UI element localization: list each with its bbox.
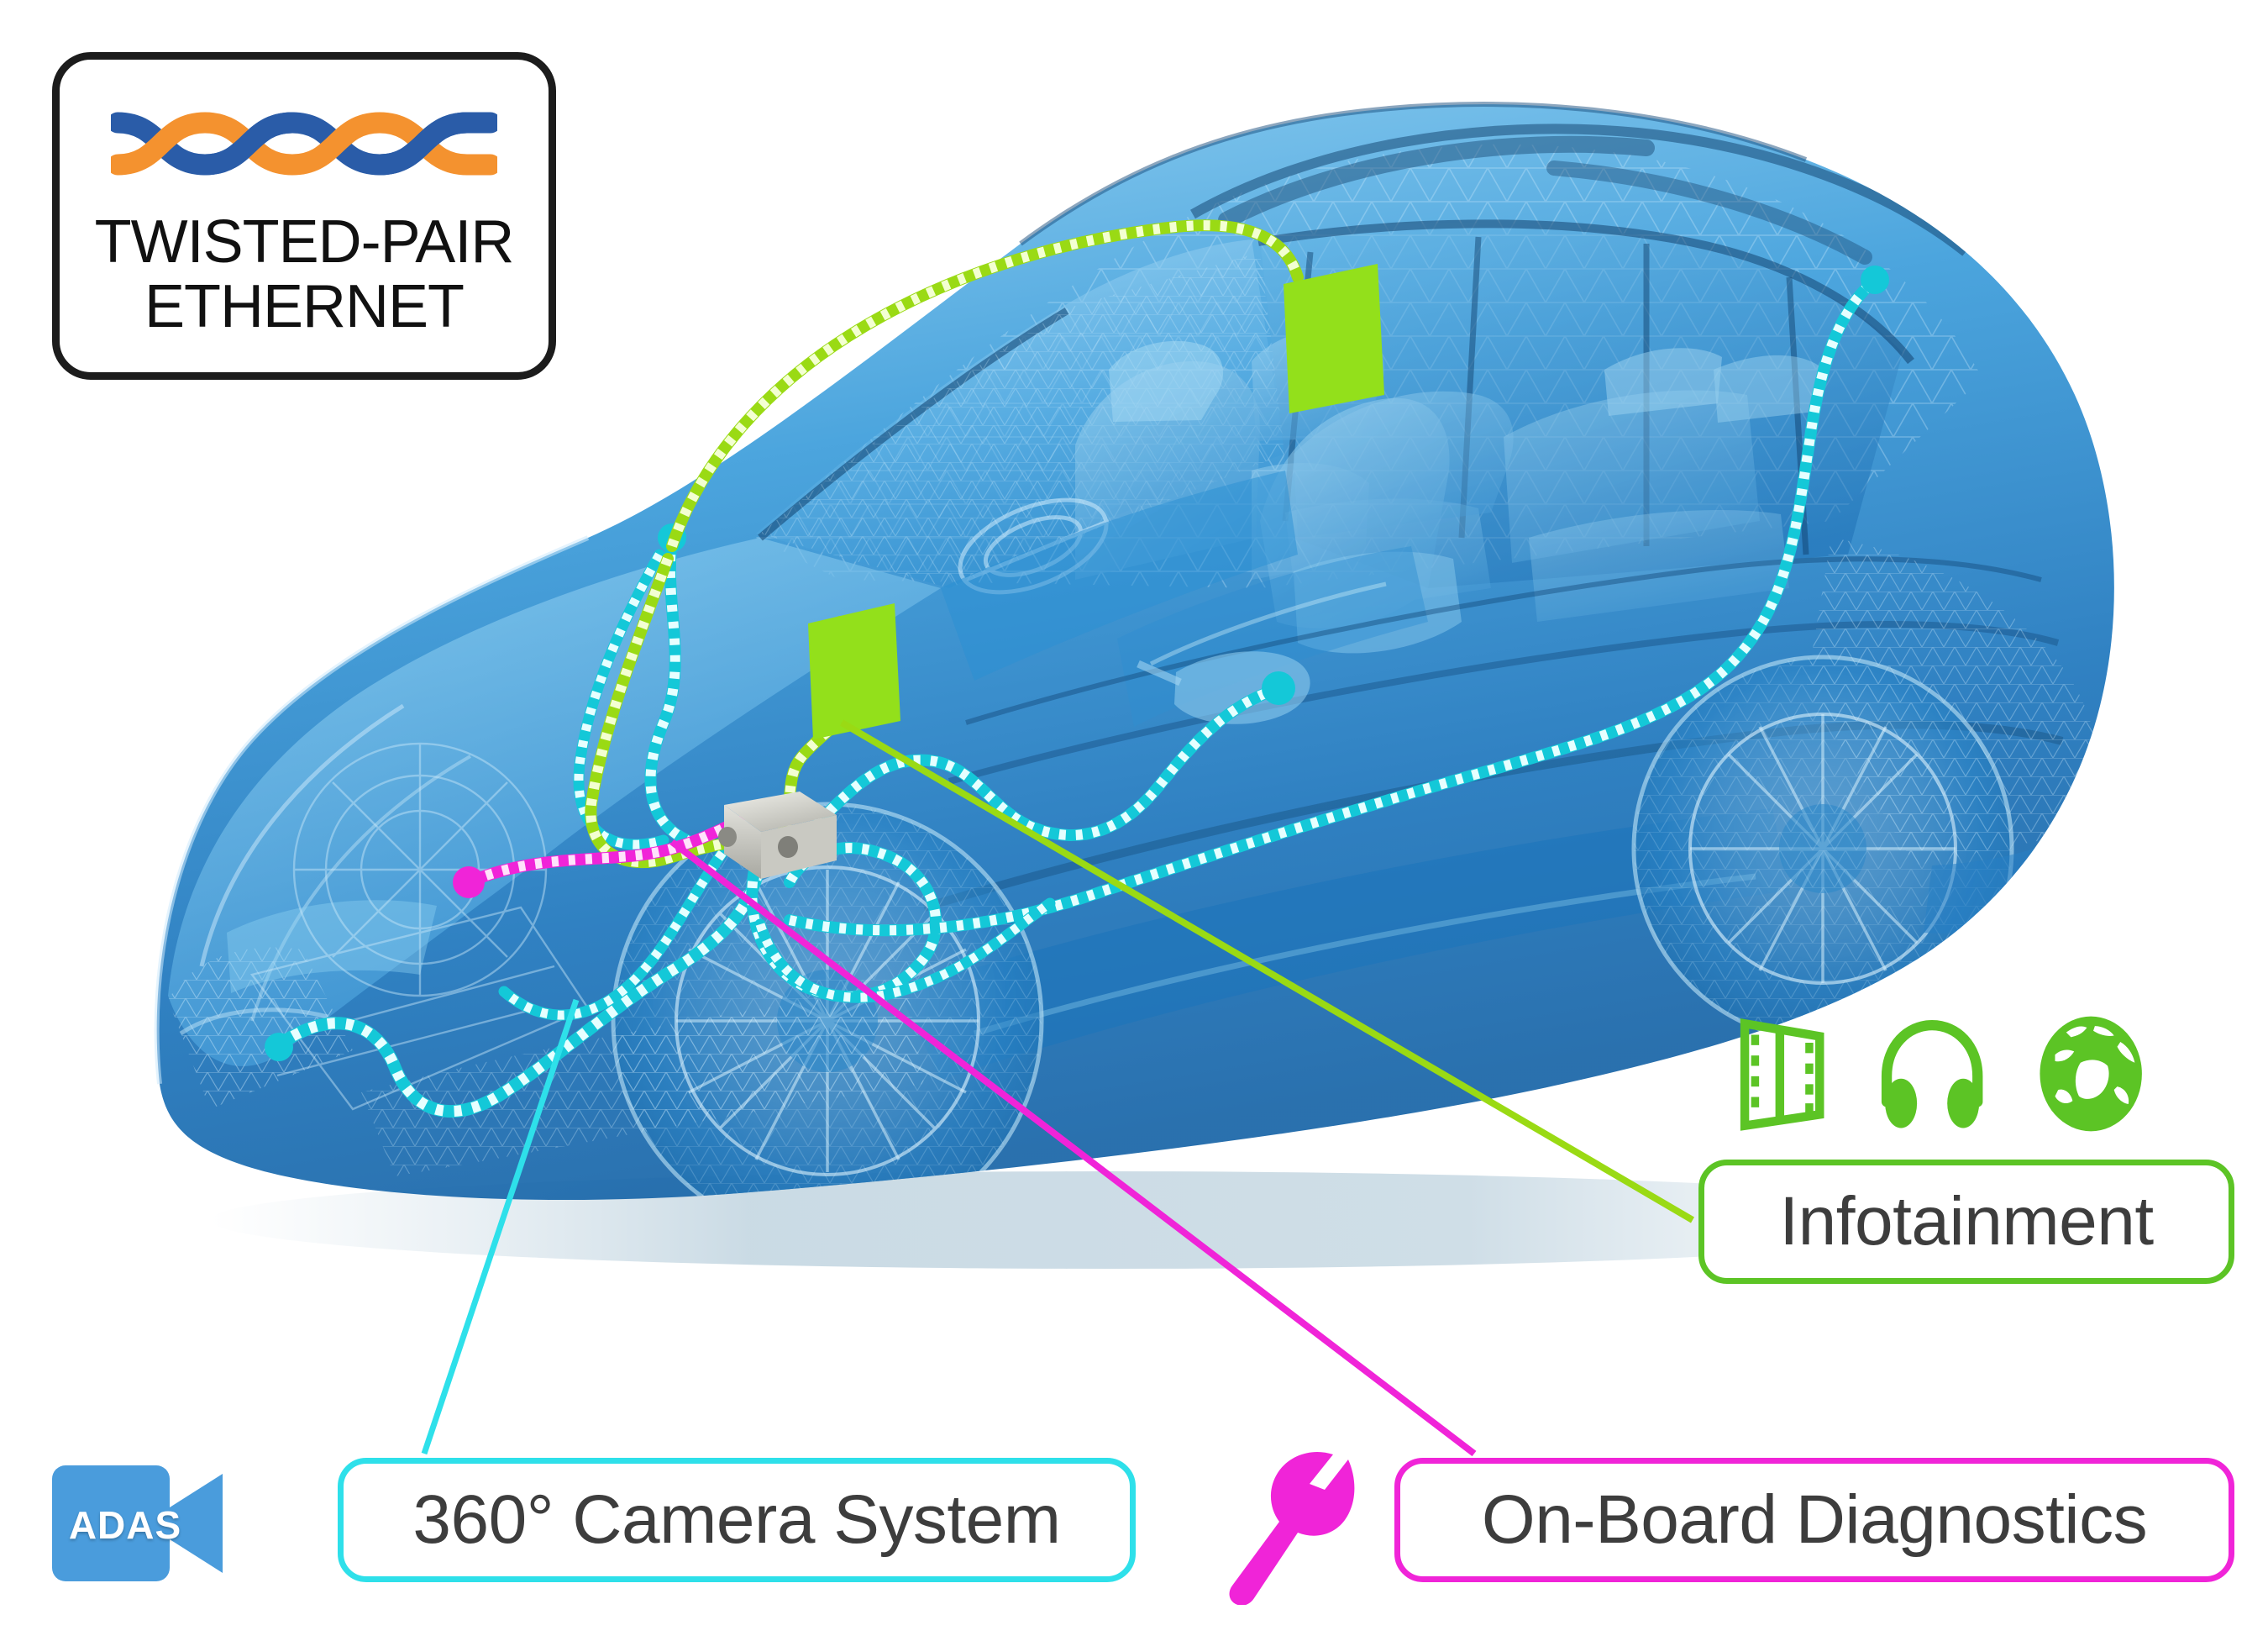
wrench-icon — [1222, 1449, 1382, 1606]
badge-line-1: TWISTED-PAIR — [94, 208, 515, 276]
callout-camera-label: 360° Camera System — [412, 1481, 1061, 1558]
adas-icon-label: ADAS — [68, 1503, 182, 1547]
badge-line-2: ETHERNET — [144, 273, 465, 340]
twisted-pair-ethernet-badge: TWISTED-PAIR ETHERNET — [52, 52, 556, 380]
headphones-icon — [1882, 1019, 1983, 1128]
adas-camera-icon: ADAS — [50, 1460, 231, 1585]
callout-camera-system[interactable]: 360° Camera System — [338, 1458, 1136, 1582]
twisted-pair-cable-icon — [111, 112, 497, 176]
globe-icon — [2040, 1016, 2142, 1131]
film-strip-icon — [1740, 1018, 1824, 1131]
callout-obd-label: On-Board Diagnostics — [1481, 1481, 2148, 1558]
callout-infotainment[interactable]: Infotainment — [1698, 1160, 2234, 1284]
infotainment-icon-row — [1730, 1004, 2150, 1143]
callout-on-board-diagnostics[interactable]: On-Board Diagnostics — [1394, 1458, 2234, 1582]
callout-infotainment-label: Infotainment — [1779, 1183, 2154, 1260]
